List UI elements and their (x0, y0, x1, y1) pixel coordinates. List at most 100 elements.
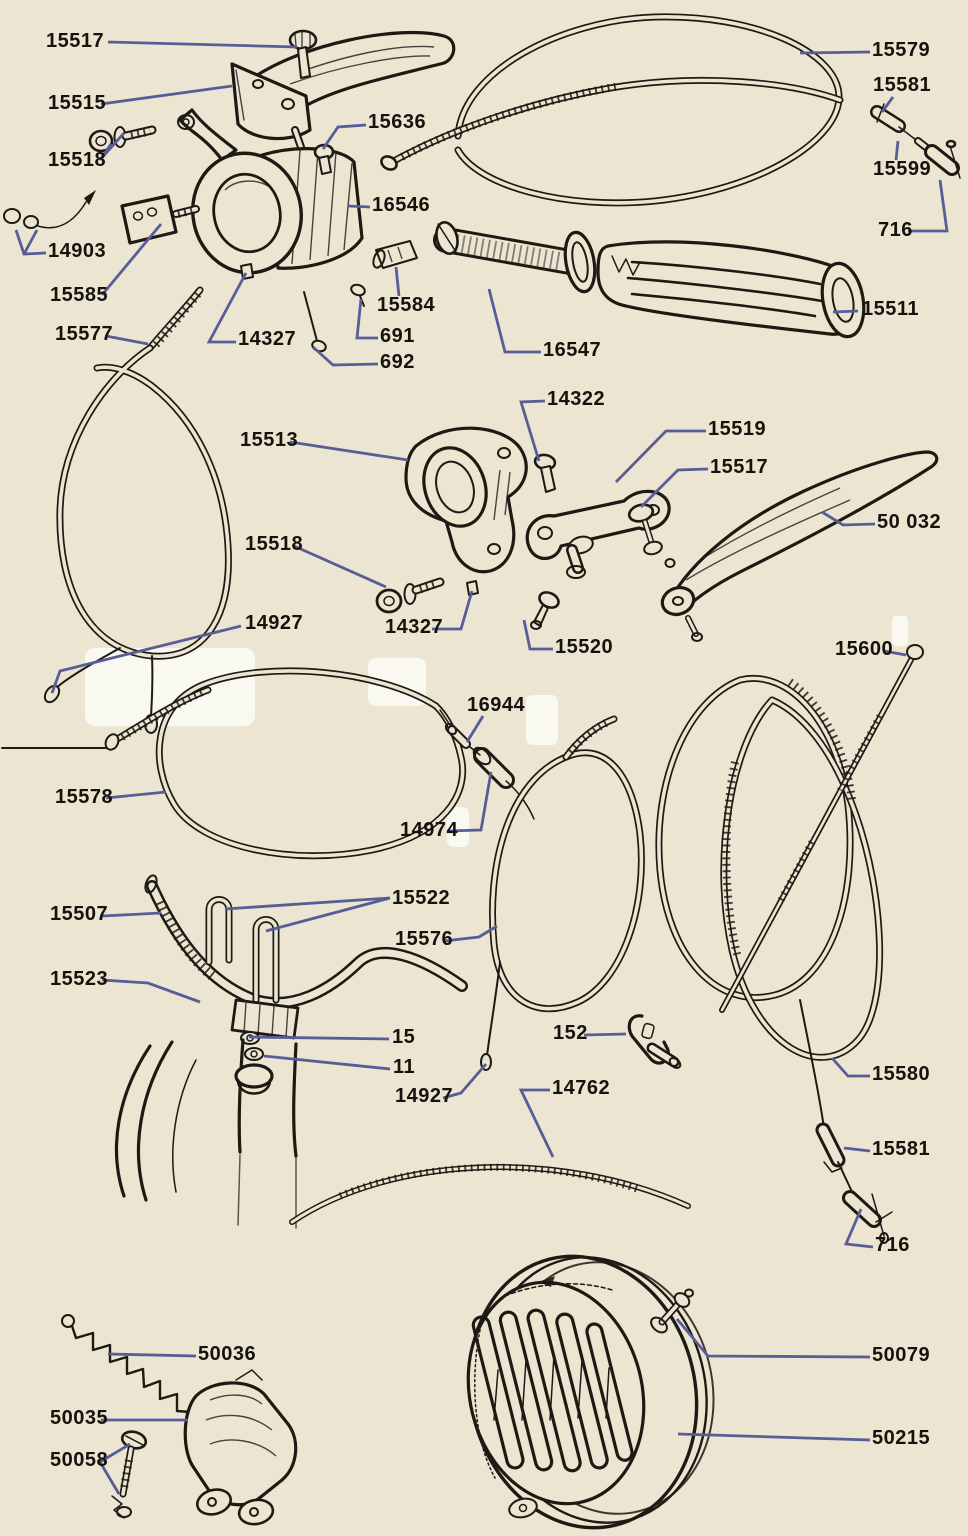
spring-50036-drawing (61, 1314, 192, 1414)
part-label-14327: 14327 (238, 328, 297, 350)
part-label-691: 691 (380, 325, 415, 347)
part-label-15584: 15584 (377, 294, 436, 316)
screw-14322-drawing (533, 453, 557, 493)
part-label-716: 716 (878, 219, 913, 241)
leader-line (394, 266, 401, 297)
leader-line (583, 1032, 627, 1037)
part-label-50079: 50079 (872, 1344, 931, 1366)
part-label-15522: 15522 (392, 887, 451, 909)
part-label-15511: 15511 (862, 298, 920, 320)
leader-line (465, 715, 485, 743)
part-label-15513: 15513 (240, 429, 299, 451)
part-label-15523: 15523 (50, 968, 109, 990)
part-label-15585: 15585 (50, 284, 109, 306)
part-label-152: 152 (553, 1022, 588, 1044)
part-label-14327: 14327 (385, 616, 444, 638)
part-label-50032: 50 032 (877, 511, 942, 533)
screw-15520-drawing (530, 591, 560, 630)
adjuster-16944-drawing (444, 722, 471, 749)
leader-line (843, 1208, 874, 1249)
leader-line (442, 1063, 488, 1100)
part-15584-drawing (372, 240, 418, 269)
blade-lever-50032-drawing (660, 450, 939, 642)
leader-line (206, 272, 248, 344)
leader-line (107, 1352, 197, 1358)
part-label-15519: 15519 (708, 418, 767, 440)
leader-line (518, 1088, 555, 1158)
part-label-15515: 15515 (48, 92, 107, 114)
leader-line (432, 590, 474, 631)
part-label-50035: 50035 (50, 1407, 109, 1429)
leader-line (22, 229, 39, 255)
part-label-16546: 16546 (372, 194, 431, 216)
cable-15576-drawing (480, 715, 645, 1071)
cable-15580-15600-drawing (655, 644, 924, 1129)
leader-line (100, 84, 233, 106)
part-label-15600: 15600 (835, 638, 894, 660)
barrel-14974-drawing (469, 746, 535, 820)
part-label-15581: 15581 (872, 1138, 931, 1160)
part-label-692: 692 (380, 351, 415, 373)
cable-15578-drawing (104, 667, 467, 860)
bolt-15518-top-drawing (88, 125, 157, 153)
block-15585-drawing (120, 194, 200, 245)
leader-line (821, 510, 876, 527)
part-label-14974: 14974 (400, 819, 459, 841)
clamp-15513-drawing (404, 426, 528, 574)
leader-line (99, 1442, 131, 1464)
part-label-15518: 15518 (245, 533, 304, 555)
part-label-15579: 15579 (872, 39, 931, 61)
clip-152-drawing (627, 1014, 682, 1069)
part-label-16944: 16944 (467, 694, 526, 716)
part-label-14927: 14927 (395, 1085, 454, 1107)
leader-line (263, 1054, 391, 1071)
twist-grip-15511-drawing (596, 240, 866, 339)
leader-line (675, 1318, 871, 1359)
leader-line (832, 309, 859, 314)
part-label-15507: 15507 (50, 903, 109, 925)
steering-column-drawing (114, 1038, 298, 1229)
leader-line (883, 649, 907, 657)
leader-line (347, 204, 371, 209)
leader-line (677, 1432, 871, 1442)
lever-assembly-15515-drawing (230, 29, 456, 154)
part-label-15576: 15576 (395, 928, 454, 950)
part-label-50036: 50036 (198, 1343, 257, 1365)
trim-strip-14762-drawing (289, 1163, 691, 1225)
control-housing-16546-drawing (177, 108, 364, 275)
leader-line (100, 223, 163, 296)
part-label-50058: 50058 (50, 1449, 109, 1471)
leader-line (98, 132, 126, 161)
part-label-50215: 50215 (872, 1427, 931, 1449)
handlebar-15507-drawing (144, 874, 468, 1009)
part-label-15577: 15577 (55, 323, 114, 345)
leader-line (522, 619, 553, 651)
part-label-15580: 15580 (872, 1063, 931, 1085)
part-label-15581: 15581 (873, 74, 932, 96)
trunnion-716-bottom-drawing (842, 1190, 893, 1244)
screw-15636-drawing (313, 143, 335, 175)
part-label-14762: 14762 (552, 1077, 611, 1099)
leader-line (224, 896, 391, 911)
part-label-15578: 15578 (55, 786, 114, 808)
leader-line (443, 924, 498, 943)
leader-line (799, 50, 871, 55)
leader-line (830, 1057, 870, 1078)
leader-line (105, 334, 149, 346)
leader-line (107, 40, 298, 49)
leader-line (289, 440, 409, 462)
part-label-15518: 15518 (48, 149, 107, 171)
leader-line (519, 399, 546, 462)
part-label-14927: 14927 (245, 612, 304, 634)
pin-14327-mid-drawing (466, 580, 479, 596)
leader-line (446, 771, 493, 833)
leader-line (487, 288, 541, 354)
cable-15579-drawing (380, 13, 844, 207)
grip-sleeve-16547-drawing (433, 221, 597, 294)
part-label-15520: 15520 (555, 636, 614, 658)
bolt-15518-mid-drawing (375, 577, 445, 614)
part-label-15517: 15517 (710, 456, 769, 478)
horn-stud-50079-drawing (650, 1288, 694, 1334)
